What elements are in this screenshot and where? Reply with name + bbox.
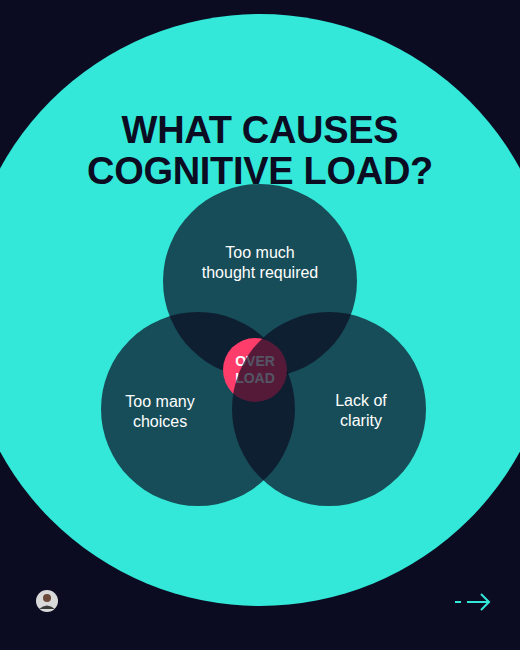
nav-dash: [455, 601, 461, 603]
node-label: Lack of clarity: [326, 391, 396, 431]
cause-circle: Lack of clarity: [232, 312, 426, 506]
nav-arrow-shaft: [467, 601, 489, 603]
avatar-face: [43, 594, 51, 602]
backdrop-circle: [0, 14, 520, 606]
circle-shape: [232, 312, 426, 506]
nav-arrow-head: [481, 594, 489, 610]
title: WHAT CAUSES COGNITIVE LOAD?: [50, 110, 470, 192]
avatar-body: [39, 606, 55, 610]
circle-outline: [232, 312, 426, 506]
node-label: Too many choices: [115, 392, 205, 432]
node-label: Too much thought required: [199, 243, 321, 283]
avatar: [36, 590, 58, 612]
